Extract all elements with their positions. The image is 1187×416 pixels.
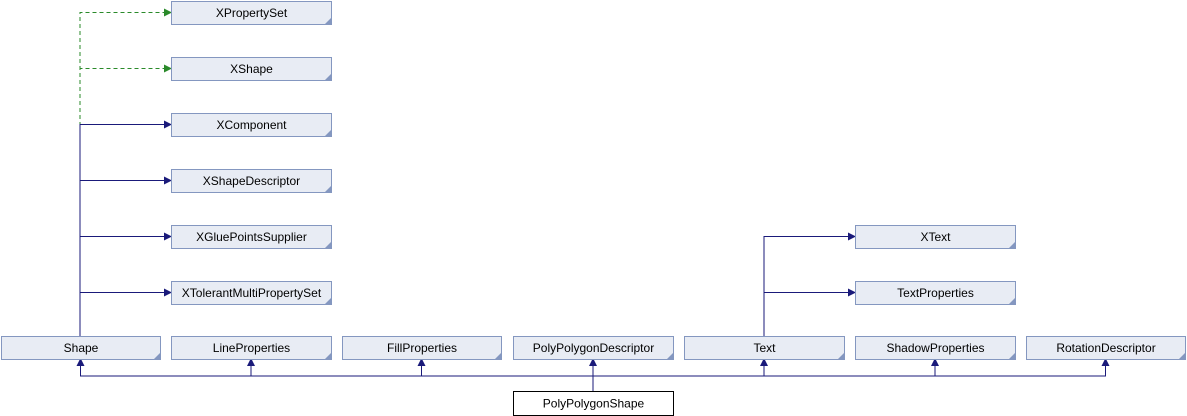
node-fillproperties-box bbox=[342, 336, 502, 360]
edge-shape-to-xshape bbox=[79, 64, 172, 336]
node-lineproperties-box bbox=[171, 336, 332, 360]
node-polypolygondescriptor-box bbox=[513, 336, 674, 360]
node-xcomponent-label: XComponent bbox=[216, 118, 287, 132]
edge-polypolygonshape-to-shape bbox=[76, 358, 594, 391]
node-text[interactable]: Text bbox=[684, 336, 845, 360]
node-xgluepointssupplier-label: XGluePointsSupplier bbox=[196, 230, 307, 244]
node-xshapedescriptor[interactable]: XShapeDescriptor bbox=[171, 169, 332, 193]
node-shadowproperties-box bbox=[855, 336, 1016, 360]
edge-text-to-textproperties bbox=[763, 288, 856, 336]
node-xshapedescriptor-label: XShapeDescriptor bbox=[203, 174, 300, 188]
node-shape-label: Shape bbox=[64, 341, 99, 355]
node-shadowproperties[interactable]: ShadowProperties bbox=[855, 336, 1016, 360]
node-xshape-box bbox=[171, 57, 332, 81]
node-polypolygonshape-label: PolyPolygonShape bbox=[543, 397, 645, 411]
node-xshapedescriptor-corner bbox=[324, 185, 332, 193]
node-text-label: Text bbox=[753, 341, 776, 355]
node-lineproperties-label: LineProperties bbox=[213, 341, 290, 355]
node-rotationdescriptor-corner bbox=[1178, 352, 1186, 360]
node-xtext[interactable]: XText bbox=[855, 225, 1016, 249]
node-lineproperties[interactable]: LineProperties bbox=[171, 336, 332, 360]
edge-polypolygonshape-to-text bbox=[592, 358, 768, 391]
edge-shape-to-xshapedescriptor bbox=[79, 176, 172, 336]
node-xshape[interactable]: XShape bbox=[171, 57, 332, 81]
node-textproperties-label: TextProperties bbox=[897, 286, 974, 300]
node-fillproperties[interactable]: FillProperties bbox=[342, 336, 502, 360]
node-xshape-label: XShape bbox=[230, 62, 273, 76]
node-xtext-box bbox=[855, 225, 1016, 249]
node-xtext-corner bbox=[1008, 241, 1016, 249]
node-fillproperties-corner bbox=[494, 352, 502, 360]
edges-layer bbox=[76, 8, 1110, 391]
node-xgluepointssupplier[interactable]: XGluePointsSupplier bbox=[171, 225, 332, 249]
node-shape-corner bbox=[153, 352, 161, 360]
node-xgluepointssupplier-corner bbox=[324, 241, 332, 249]
node-polypolygondescriptor[interactable]: PolyPolygonDescriptor bbox=[513, 336, 674, 360]
edge-shape-to-xtolerantmultipropertyset bbox=[79, 288, 172, 336]
node-rotationdescriptor-box bbox=[1026, 336, 1186, 360]
node-shape-box bbox=[1, 336, 161, 360]
node-fillproperties-label: FillProperties bbox=[387, 341, 457, 355]
node-lineproperties-corner bbox=[324, 352, 332, 360]
edge-polypolygonshape-to-fillproperties bbox=[417, 358, 594, 391]
node-textproperties-box bbox=[855, 281, 1016, 305]
node-xgluepointssupplier-box bbox=[171, 225, 332, 249]
node-shape[interactable]: Shape bbox=[1, 336, 161, 360]
edge-shape-to-xcomponent bbox=[79, 120, 172, 336]
node-xpropertyset-corner bbox=[324, 17, 332, 25]
node-xshape-corner bbox=[324, 73, 332, 81]
node-polypolygondescriptor-label: PolyPolygonDescriptor bbox=[533, 341, 654, 355]
node-shadowproperties-label: ShadowProperties bbox=[886, 341, 984, 355]
edge-shape-to-xpropertyset bbox=[79, 8, 172, 336]
node-polypolygondescriptor-corner bbox=[666, 352, 674, 360]
node-rotationdescriptor[interactable]: RotationDescriptor bbox=[1026, 336, 1186, 360]
node-textproperties-corner bbox=[1008, 297, 1016, 305]
node-textproperties[interactable]: TextProperties bbox=[855, 281, 1016, 305]
node-text-corner bbox=[837, 352, 845, 360]
node-xpropertyset[interactable]: XPropertySet bbox=[171, 1, 332, 25]
node-xshapedescriptor-box bbox=[171, 169, 332, 193]
node-rotationdescriptor-label: RotationDescriptor bbox=[1056, 341, 1155, 355]
node-polypolygonshape-box bbox=[513, 391, 674, 416]
node-xcomponent[interactable]: XComponent bbox=[171, 113, 332, 137]
node-xcomponent-box bbox=[171, 113, 332, 137]
node-xtolerantmultipropertyset-box bbox=[171, 281, 332, 305]
node-xpropertyset-box bbox=[171, 1, 332, 25]
node-xtolerantmultipropertyset-corner bbox=[324, 297, 332, 305]
node-xtolerantmultipropertyset[interactable]: XTolerantMultiPropertySet bbox=[171, 281, 332, 305]
node-xtext-label: XText bbox=[920, 230, 951, 244]
node-xcomponent-corner bbox=[324, 129, 332, 137]
edge-shape-to-xgluepointssupplier bbox=[79, 232, 172, 336]
edge-polypolygonshape-to-rotationdescriptor bbox=[592, 358, 1110, 391]
node-xpropertyset-label: XPropertySet bbox=[216, 6, 288, 20]
node-shadowproperties-corner bbox=[1008, 352, 1016, 360]
node-text-box bbox=[684, 336, 845, 360]
node-xtolerantmultipropertyset-label: XTolerantMultiPropertySet bbox=[182, 286, 322, 300]
node-polypolygonshape[interactable]: PolyPolygonShape bbox=[513, 391, 674, 416]
edge-text-to-xtext bbox=[763, 232, 856, 336]
